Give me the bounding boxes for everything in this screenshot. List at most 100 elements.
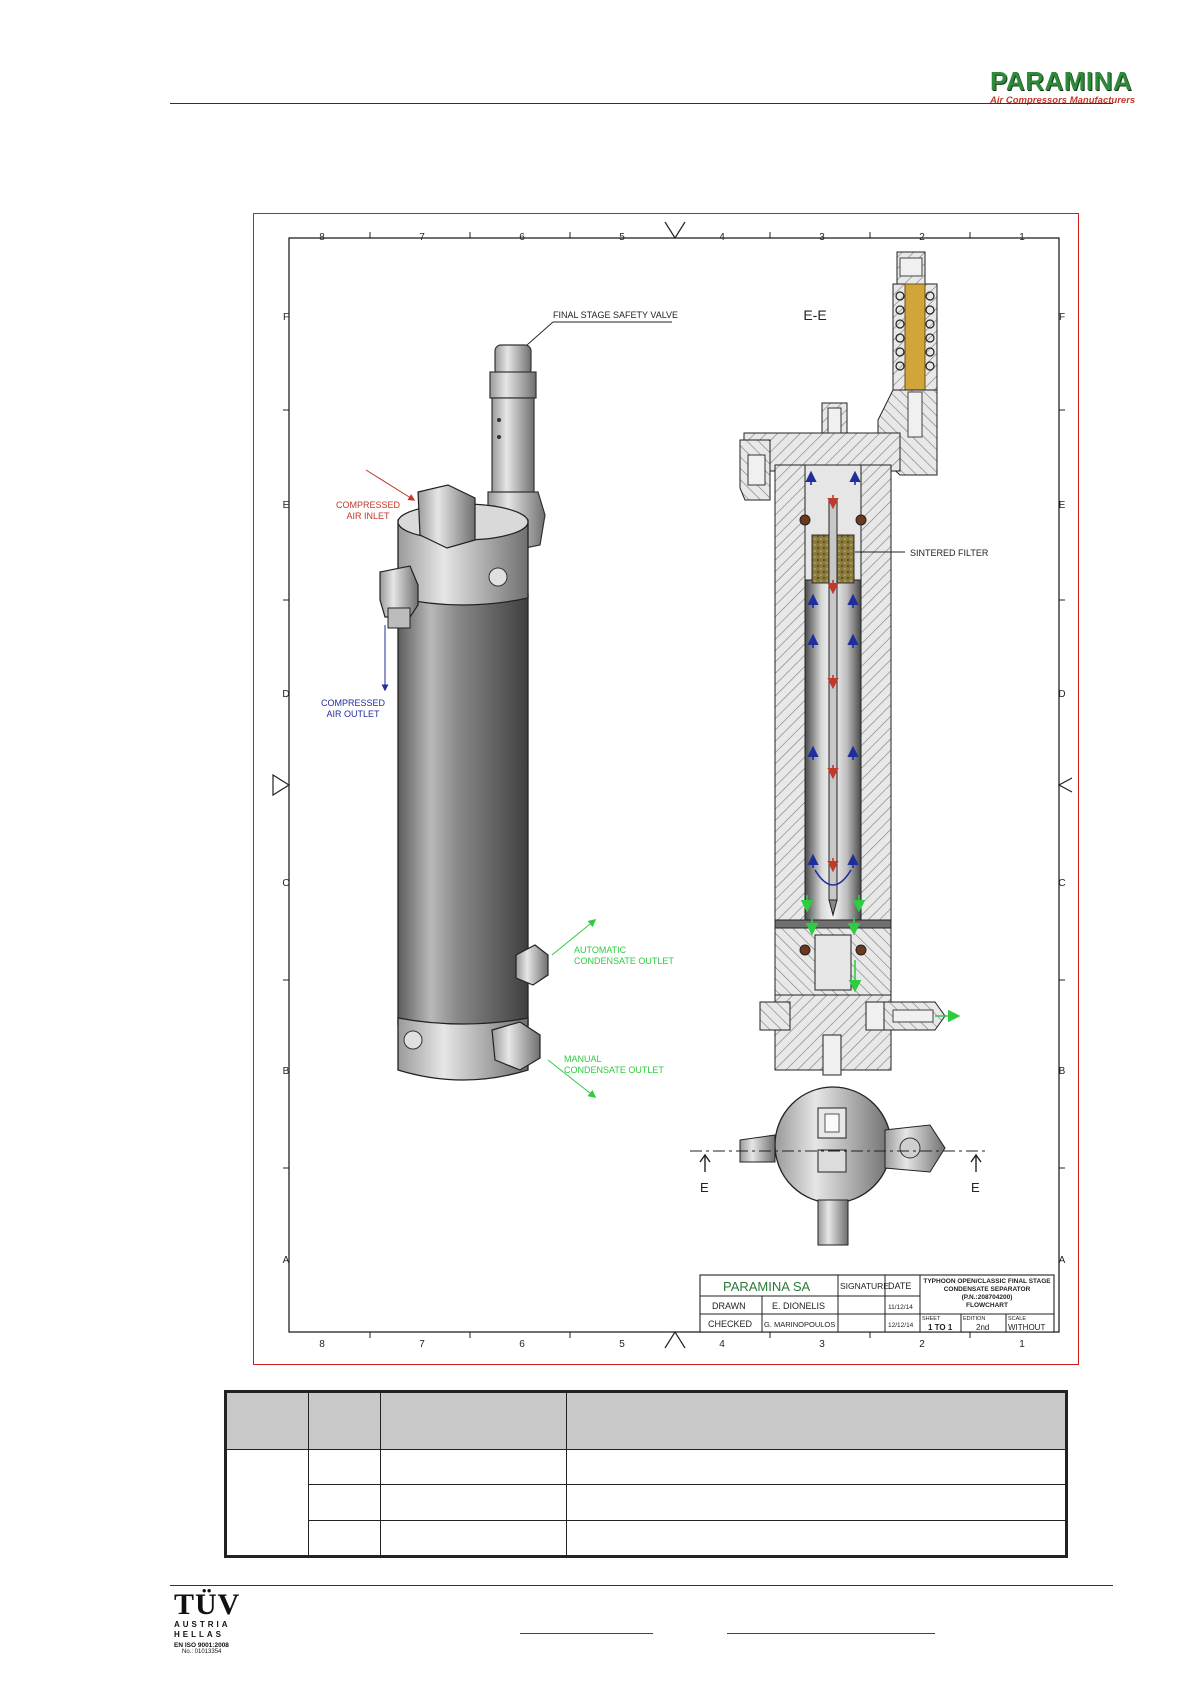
title-checked-date: 12/12/14 [888,1322,914,1329]
iso-callouts: FINAL STAGE SAFETY VALVE COMPRESSED AIR … [321,310,678,1098]
row-label: F [283,312,289,323]
flow-arrows [800,470,961,1023]
title-company: PARAMINA SA [723,1279,811,1294]
table-cell [226,1449,309,1556]
paramina-logo: PARAMINA Air Compressors Manufacturers [990,66,1136,106]
zone-ticks [283,232,1065,1338]
sintered-filter-label: SINTERED FILTER [910,548,989,558]
section-marker-left: E [700,1180,709,1195]
outlet-label-1: COMPRESSED [321,698,386,708]
col-label: 3 [819,232,825,243]
col-label: 5 [619,232,625,243]
table-cell [380,1519,567,1557]
col-label: 7 [419,232,425,243]
table-row [227,1519,1066,1557]
center-mark-bottom [664,1330,686,1349]
row-label: D [1058,689,1065,700]
col-label: 4 [719,1339,725,1350]
table-cell [308,1484,381,1521]
tuv-cert-number: No.: 01013354 [182,1649,222,1655]
center-mark-left [272,773,291,797]
row-label: C [1058,878,1065,889]
footer-link-underline-1[interactable] [520,1633,653,1634]
title-line-2: CONDENSATE SEPARATOR [944,1286,1031,1293]
title-drawn-by: E. DIONELIS [772,1301,825,1311]
center-mark-right [1057,777,1073,793]
title-line-1: TYPHOON OPEN/CLASSIC FINAL STAGE [923,1278,1051,1285]
tuv-iso-standard: EN ISO 9001:2008 [174,1642,229,1649]
row-label: E [283,500,290,511]
row-label: A [1059,1255,1066,1266]
manual-condensate-label-2: CONDENSATE OUTLET [564,1065,664,1075]
col-label: 8 [319,1339,325,1350]
title-date-header: DATE [888,1281,911,1291]
row-label: F [1059,312,1065,323]
auto-condensate-label-1: AUTOMATIC [574,945,627,955]
tuv-sub-1: AUSTRIA [174,1620,231,1629]
section-line-ee: E E [690,1150,985,1195]
tuv-sub-2: HELLAS [174,1630,224,1639]
title-sheet-label: SHEET [922,1316,941,1322]
tuv-wordmark: TÜV [174,1588,241,1621]
col-label: 4 [719,232,725,243]
table-row [226,1448,1066,1556]
col-label: 8 [319,232,325,243]
title-scale-label: SCALE [1008,1316,1026,1322]
inlet-label-2: AIR INLET [346,511,390,521]
table-header-cell [380,1392,567,1450]
row-label: E [1059,500,1066,511]
section-title: E-E [803,307,826,323]
logo-wordmark: PARAMINA [990,66,1133,96]
table-cell [566,1519,1066,1557]
row-label: A [283,1255,290,1266]
title-line-4: FLOWCHART [966,1302,1008,1309]
section-marker-right: E [971,1180,980,1195]
logo-tagline: Air Compressors Manufacturers [990,95,1136,106]
title-sheet-value: 1 TO 1 [928,1323,953,1332]
table-cell [380,1448,567,1486]
header-divider [170,103,1113,104]
outlet-label-2: AIR OUTLET [326,709,380,719]
isometric-separator-view [379,344,549,1081]
table-cell [308,1519,381,1557]
row-label: D [282,689,289,700]
table-cell [308,1448,381,1486]
auto-condensate-label-2: CONDENSATE OUTLET [574,956,674,966]
title-line-3: (P.N.:208704200) [962,1294,1013,1301]
col-label: 6 [519,1339,525,1350]
title-checked-label: CHECKED [708,1319,753,1329]
row-label: B [1059,1066,1066,1077]
safety-valve-label: FINAL STAGE SAFETY VALVE [553,310,678,320]
title-edition-label: EDITION [963,1316,985,1322]
col-label: 2 [919,1339,925,1350]
col-label: 2 [919,232,925,243]
title-scale-value: WITHOUT [1008,1323,1045,1332]
col-label: 3 [819,1339,825,1350]
col-label: 1 [1019,232,1025,243]
tuv-certification-logo: TÜV AUSTRIA HELLAS EN ISO 9001:2008 No.:… [174,1588,254,1656]
title-block: PARAMINA SA SIGNATURE DATE TYPHOON OPEN/… [699,1274,1055,1333]
top-view [739,1086,946,1246]
col-label: 5 [619,1339,625,1350]
col-label: 7 [419,1339,425,1350]
section-view-ee [739,251,946,1076]
row-label: C [282,878,289,889]
table-cell [566,1484,1066,1521]
table-row [227,1484,1066,1521]
revision-table [224,1390,1068,1558]
col-label: 6 [519,232,525,243]
footer-link-underline-2[interactable] [727,1633,935,1634]
table-header-row [226,1392,1066,1450]
drawing-highlight-frame [253,213,1079,1365]
table-header-cell [566,1392,1066,1450]
row-label: B [283,1066,290,1077]
table-header-cell [226,1392,309,1450]
table-cell [566,1448,1066,1486]
col-label: 1 [1019,1339,1025,1350]
title-signature-header: SIGNATURE [840,1281,889,1291]
title-drawn-label: DRAWN [712,1301,746,1311]
inlet-label-1: COMPRESSED [336,500,401,510]
footer-divider [170,1585,1113,1586]
title-checked-by: G. MARINOPOULOS [764,1320,835,1329]
